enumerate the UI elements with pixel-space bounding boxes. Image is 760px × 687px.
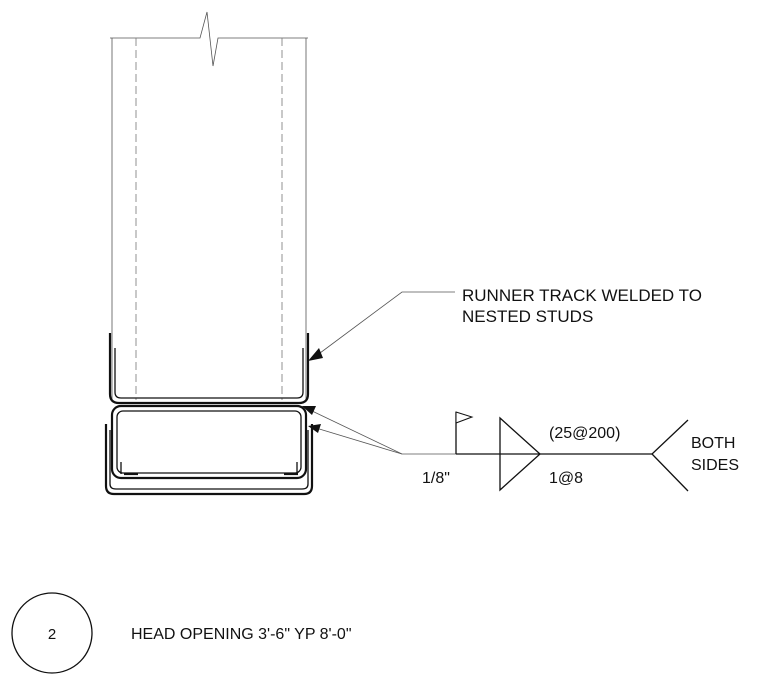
weld-symbol — [455, 411, 689, 492]
weld-tail-note-line1: BOTH — [691, 435, 735, 452]
weld-length-pitch-top: (25@200) — [549, 425, 620, 442]
callout-text-line1: RUNNER TRACK WELDED TO — [462, 286, 702, 305]
detail-number: 2 — [48, 626, 56, 643]
detail-title-text: HEAD OPENING 3'-6" YP 8'-0" — [131, 626, 352, 643]
weld-size: 1/8" — [422, 470, 450, 487]
nested-studs — [104, 404, 314, 496]
callout-text-line2: NESTED STUDS — [462, 307, 593, 326]
detail-number-bubble — [11, 592, 93, 674]
break-line — [110, 11, 308, 67]
runner-track-upper — [108, 333, 310, 405]
weld-leaders — [302, 406, 456, 455]
detail-title: 2 HEAD OPENING 3'-6" YP 8'-0" — [11, 592, 352, 674]
weld-length-pitch-bottom: 1@8 — [549, 470, 583, 487]
weld-tail-icon — [651, 419, 689, 492]
weld-tail-note-line2: SIDES — [691, 457, 739, 474]
field-weld-flag-icon — [455, 411, 474, 424]
fillet-weld-both-sides-icon — [499, 416, 541, 492]
stud-assembly — [110, 11, 308, 400]
callout-leader — [308, 291, 455, 361]
